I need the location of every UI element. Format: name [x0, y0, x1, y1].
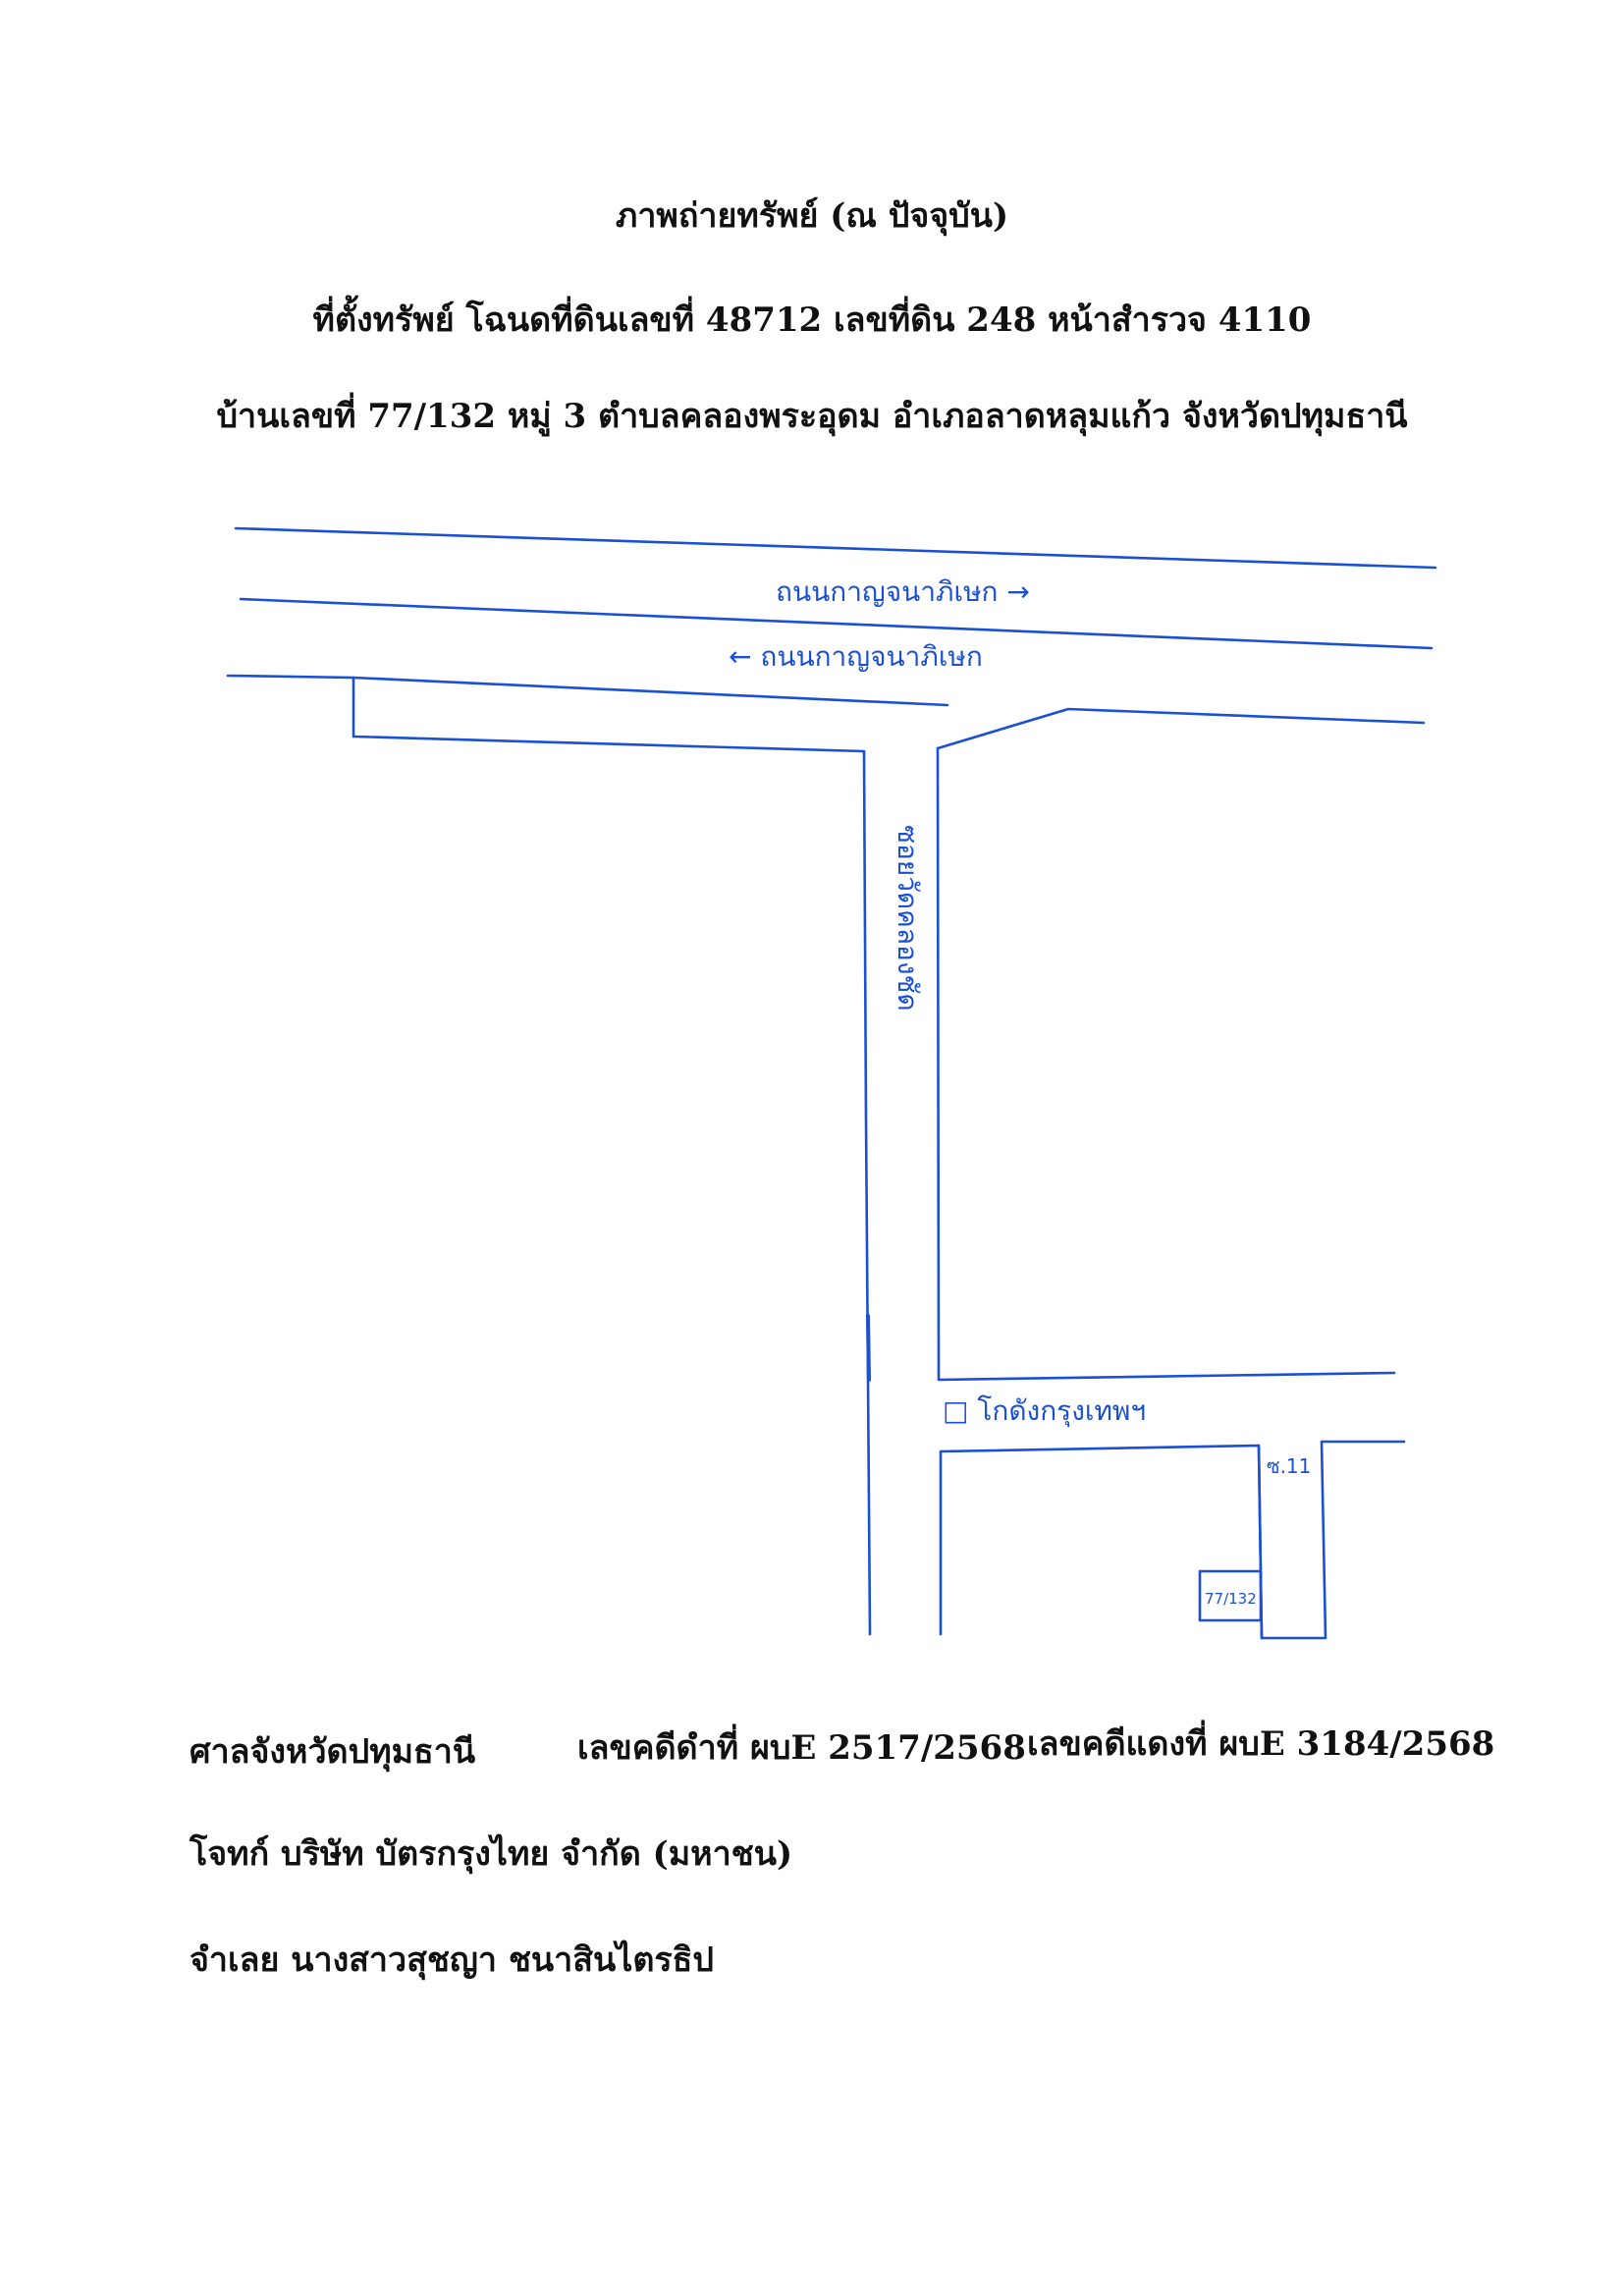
property-location-line-2: บ้านเลขที่ 77/132 หมู่ 3 ตำบลคลองพระอุดม…: [216, 397, 1408, 436]
soi-right-edge: [936, 746, 1396, 1382]
property-location-line-1: ที่ตั้งทรัพย์ โฉนดที่ดินเลขที่ 48712 เลข…: [312, 301, 1312, 340]
black-case-number: เลขคดีดำที่ ผบE 2517/2568: [577, 1728, 1026, 1768]
red-case-number: เลขคดีแดงที่ ผบE 3184/2568: [1027, 1724, 1495, 1764]
frontage-bay: [352, 676, 866, 753]
house-box: [1198, 1569, 1263, 1622]
soi-left-edge: [862, 749, 872, 1636]
branch-top-edge: [939, 1440, 1406, 1640]
plaintiff: โจทก์ บริษัท บัตรกรุงไทย จำกัด (มหาชน): [189, 1834, 793, 1874]
soi-label: ซอยวัดคลองชัด: [892, 825, 924, 1011]
landmark-label: □ โกดังกรุงเทพฯ: [943, 1394, 1146, 1428]
highway-top-edge: [234, 526, 1437, 570]
house-number-label: 77/132: [1205, 1590, 1257, 1608]
court-name: ศาลจังหวัดปทุมธานี: [189, 1732, 476, 1772]
highway-bottom-edge-right: [936, 707, 1426, 750]
defendant: จำเลย นางสาวสุชญา ชนาสินไตรธิป: [189, 1940, 715, 1980]
road-label-upper: ถนนกาญจนาภิเษก →: [776, 575, 1030, 608]
soi-thick-mark: [866, 1314, 871, 1382]
highway-bottom-edge-left: [226, 674, 949, 707]
branch-soi-label: ซ.11: [1267, 1454, 1311, 1478]
road-label-lower: ← ถนนกาญจนาภิเษก: [729, 640, 983, 673]
highway-median: [239, 597, 1434, 650]
page-title: ภาพถ่ายทรัพย์ (ณ ปัจจุบัน): [615, 196, 1009, 236]
